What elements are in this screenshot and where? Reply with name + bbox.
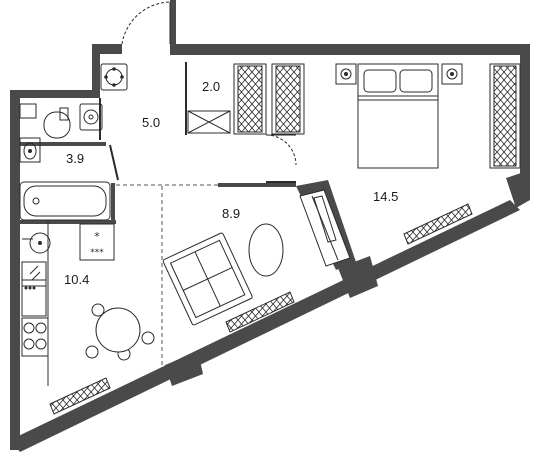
cooktop-mark-bottom: *** [90,248,104,258]
radiator-icon [225,291,295,333]
wall-top-hall [92,44,122,54]
room-area-kitchen: 10.4 [64,272,90,287]
door-jamb [170,0,176,55]
coffee-table-icon [248,223,284,277]
fridge-icon [21,279,47,317]
wall-left [10,90,20,450]
double-bed-icon [357,63,439,169]
dishwasher-icon [21,261,47,287]
column-1 [165,352,203,386]
nightstand-lamp-icon [441,63,463,85]
bathtub-icon [19,181,111,221]
column-3 [506,170,530,208]
tv-console-icon [299,189,351,267]
washing-machine-icon [100,63,128,91]
room-area-hall: 5.0 [142,115,161,130]
wall-hall-left [92,44,100,90]
stove-icon [21,317,49,357]
exterior-walls [10,0,530,452]
radiator-icon [403,203,473,245]
wall-top-main [174,44,530,55]
sink-icon [19,137,41,163]
dining-table-icon [85,303,155,361]
sink-icon [22,232,51,254]
wall-right [520,44,530,184]
storage-box-icon [187,110,231,134]
column-2 [338,256,378,298]
room-area-bedroom: 14.5 [373,189,399,204]
zone-dividers [116,184,218,366]
toilet-icon [43,107,71,139]
wardrobe-icon [233,63,305,135]
sink-icon [19,103,103,131]
cooktop-mark-top: * [94,230,100,243]
interior-walls [14,62,296,224]
door-swing-icon [121,1,171,45]
nightstand-lamp-icon [335,63,357,85]
room-area-living: 8.9 [222,206,241,221]
wall-bath-top [10,90,100,98]
cooktop-icon [79,223,115,261]
wardrobe-icon [489,63,521,169]
room-area-wardrobe: 2.0 [202,79,221,94]
door-swing-icon [265,134,297,166]
sofa-icon [162,232,253,326]
room-area-bathroom: 3.9 [66,151,85,166]
radiator-icon [49,377,111,415]
wall-diagonal-bottom [10,200,520,452]
